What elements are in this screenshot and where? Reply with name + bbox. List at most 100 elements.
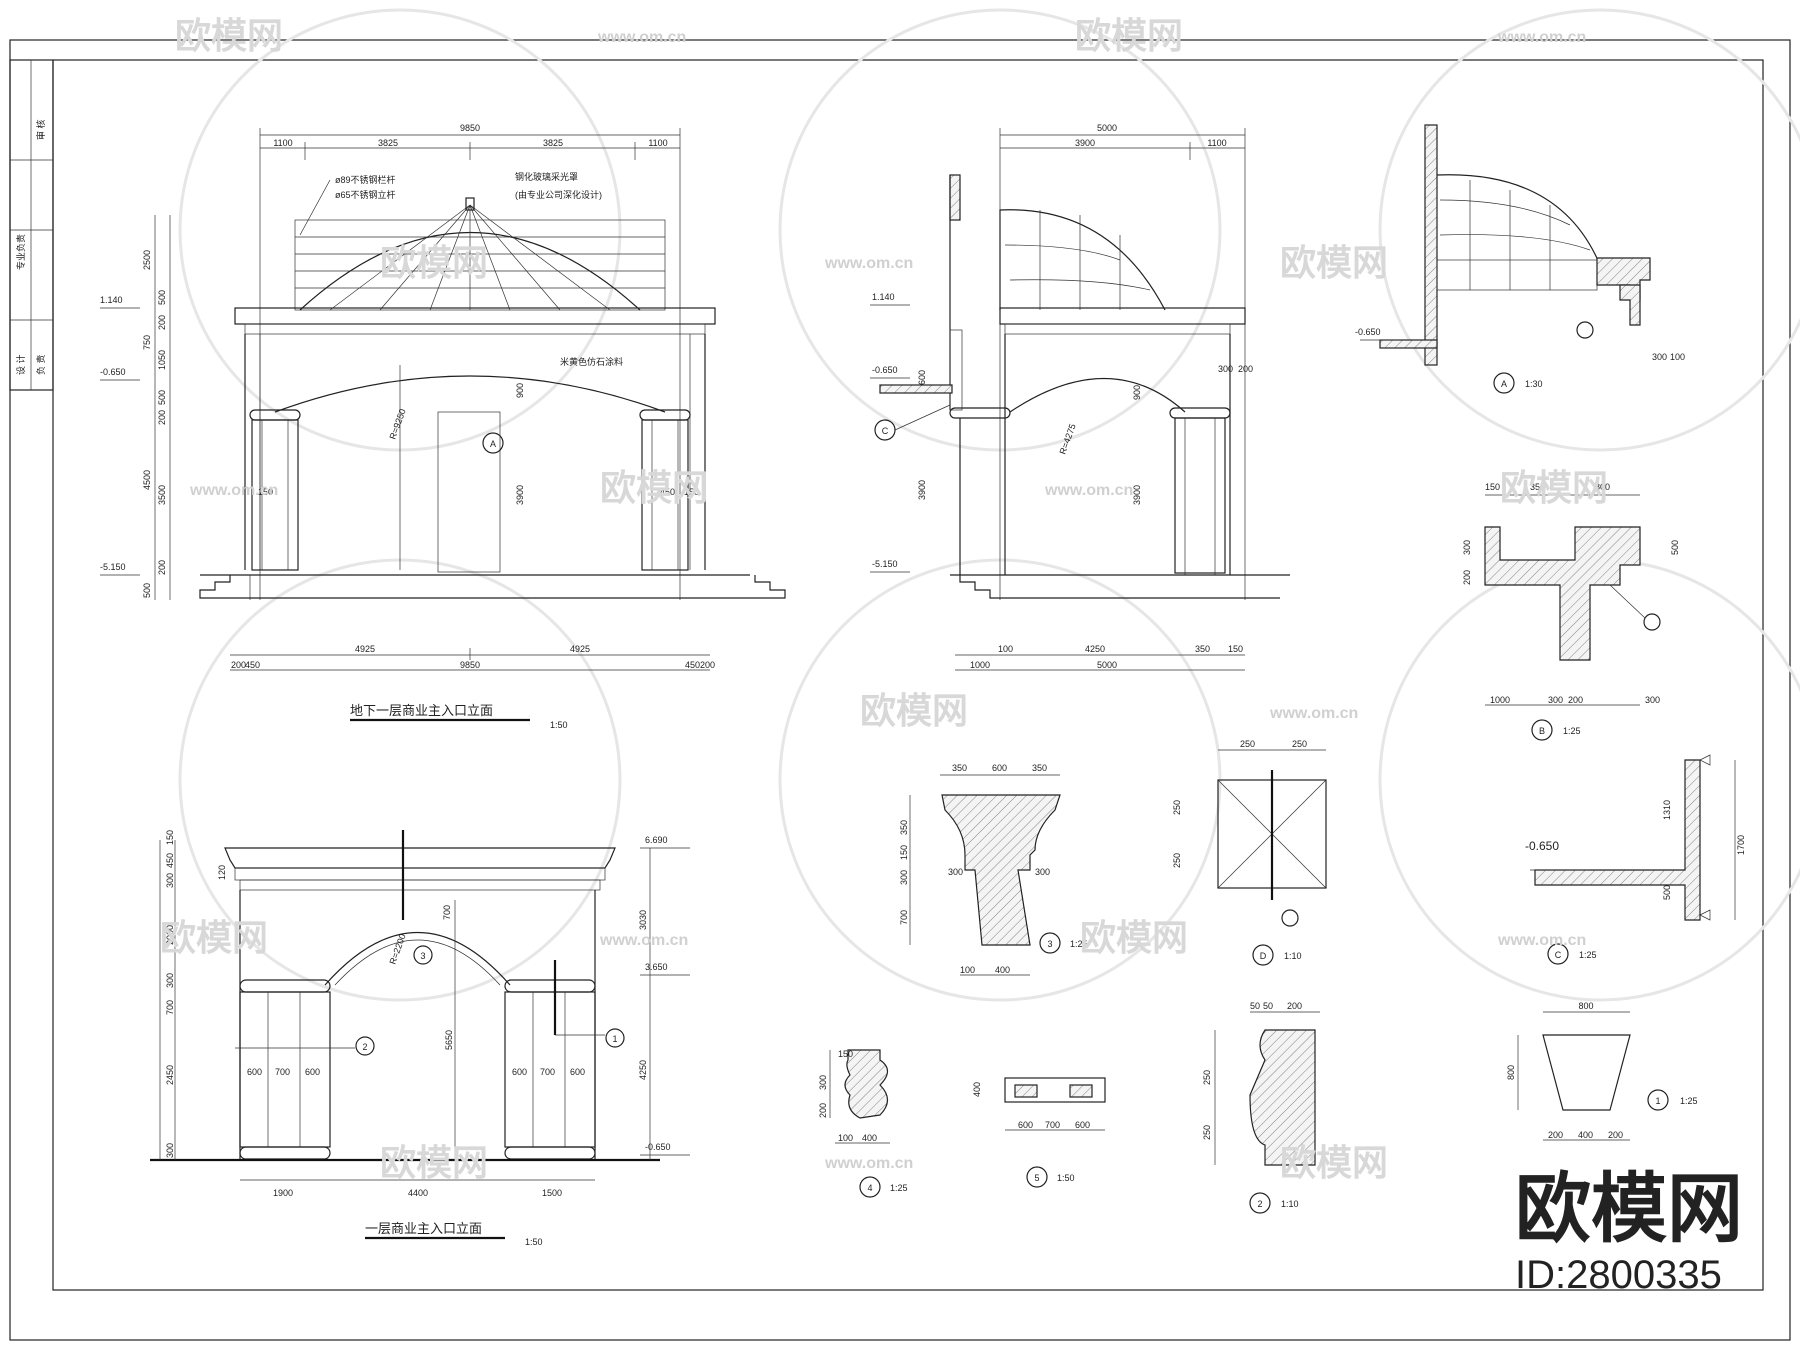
det3-dim-top-1: 350	[952, 763, 967, 773]
det3-dim-bottom-1: 100	[960, 965, 975, 975]
detC-scale: 1:25	[1579, 950, 1597, 960]
detD-dim-top-1: 250	[1240, 739, 1255, 749]
det3-dim-side-1: 300	[948, 867, 963, 877]
title-block-row1: 审 核	[35, 119, 46, 140]
wm-url-6: www.om.cn	[1269, 705, 1358, 722]
det3-dim-left-4: 700	[899, 910, 909, 925]
side-dim-bottom-5: 150	[1228, 644, 1243, 654]
ff-dim-left-3: 300	[165, 873, 175, 888]
wm-url-8: www.om.cn	[1497, 932, 1586, 949]
detA-level: -0.650	[1355, 327, 1381, 337]
front-level-2: -0.650	[100, 367, 126, 377]
ff-dim-left-6: 300	[165, 973, 175, 988]
ff-callout-1: 1	[612, 1034, 617, 1044]
side-level-3: -5.150	[872, 559, 898, 569]
front-dim-total-bottom: 9850	[460, 660, 480, 670]
detC-dim-1: 1310	[1662, 800, 1672, 820]
detail-D: 250 250 250 250 D 1:10	[1172, 739, 1327, 966]
det1-scale: 1:25	[1680, 1096, 1698, 1106]
det4-dim-left-1: 150	[838, 1049, 853, 1059]
ff-dim-right-2: 4250	[638, 1060, 648, 1080]
ff-dim-left-4: 120	[217, 865, 227, 880]
detB-dim-bottom-2: 300	[1548, 695, 1563, 705]
side-dim-right-1: 300	[1218, 364, 1233, 374]
detB-dim-bottom-1: 1000	[1490, 695, 1510, 705]
detD-dim-left-1: 250	[1172, 800, 1182, 815]
wm-brand-10: 欧模网	[380, 1142, 488, 1183]
wm-brand-8: 欧模网	[160, 917, 268, 958]
detD-dim-top-2: 250	[1292, 739, 1307, 749]
det1-id: 1	[1655, 1096, 1660, 1106]
front-dim-top-1: 1100	[273, 138, 292, 148]
det2-dim-top-1: 50	[1250, 1001, 1260, 1011]
det1-dim-left-1: 800	[1506, 1065, 1516, 1080]
detD-dim-left-2: 250	[1172, 853, 1182, 868]
det3-dim-left-3: 300	[899, 870, 909, 885]
front-level-3: -5.150	[100, 562, 126, 572]
ff-level-1: 6.690	[645, 835, 668, 845]
detail-3: 350 600 350 350 150 300 700 300 300 100 …	[899, 763, 1088, 976]
det2-dim-top-3: 200	[1287, 1001, 1302, 1011]
front-dim-top-3: 3825	[543, 138, 563, 148]
wm-url-5: www.om.cn	[1044, 482, 1133, 499]
side-dim-bottom-3: 4250	[1085, 644, 1105, 654]
det4-scale: 1:25	[890, 1183, 908, 1193]
det3-dim-bottom-2: 400	[995, 965, 1010, 975]
title-block-row3: 设 计	[15, 354, 26, 375]
det1-dim-top-1: 800	[1578, 1001, 1593, 1011]
ff-inner-6: 600	[570, 1067, 585, 1077]
det3-scale: 1:25	[1070, 939, 1088, 949]
front-dim-left-9: 3500	[157, 485, 167, 505]
side-dim-left-1: 600	[917, 370, 927, 385]
wm-brand-3: 欧模网	[380, 242, 488, 283]
wm-brand-11: 欧模网	[1280, 1142, 1388, 1183]
side-level-1: 1.140	[872, 292, 895, 302]
front-callout-A: A	[490, 439, 496, 449]
side-dim-right-4: 3900	[1132, 485, 1142, 505]
front-radius: R=9250	[387, 407, 407, 440]
ff-inner-1: 600	[247, 1067, 262, 1077]
ff-elevation-title: 一层商业主入口立面	[365, 1221, 482, 1236]
detail-C: -0.650 1310 1700 500 C 1:25	[1525, 754, 1746, 965]
detail-B: 150 350 800 200 300 500 1000 300 200 300…	[1462, 482, 1680, 741]
detB-dim-bottom-3: 200	[1568, 695, 1583, 705]
wm-brand-1: 欧模网	[175, 15, 283, 56]
detB-dim-bottom-4: 300	[1645, 695, 1660, 705]
det2-dim-left-2: 250	[1202, 1125, 1212, 1140]
det3-dim-side-2: 300	[1035, 867, 1050, 877]
detail-2: 50 50 200 250 250 2 1:10	[1202, 1001, 1320, 1214]
wm-url-3: www.om.cn	[824, 255, 913, 272]
det2-dim-left-1: 250	[1202, 1070, 1212, 1085]
detail-A: -0.650 300 100 A 1:30	[1355, 124, 1685, 394]
wm-url-1: www.om.cn	[597, 29, 686, 46]
ff-inner-4: 600	[512, 1067, 527, 1077]
det5-dim-left-1: 400	[972, 1082, 982, 1097]
detB-dim-top-2: 350	[1530, 482, 1545, 492]
front-dim-left-2: 750	[142, 335, 152, 350]
wm-url-4: www.om.cn	[189, 482, 278, 499]
wm-brand-big: 欧模网	[1515, 1167, 1743, 1252]
detA-scale: 1:30	[1525, 379, 1543, 389]
first-floor-elevation: 6.690 3.650 -0.650 3030 4250 150 450 300…	[150, 830, 690, 1247]
front-dim-bottom-1: 200	[231, 660, 246, 670]
detA-dim-2: 100	[1670, 352, 1685, 362]
detB-dim-left-2: 300	[1462, 540, 1472, 555]
detB-dim-top-3: 800	[1595, 482, 1610, 492]
front-dim-left-1: 2500	[142, 250, 152, 270]
wm-brand-7: 欧模网	[860, 690, 968, 731]
front-dim-left-7: 200	[157, 410, 167, 425]
det5-id: 5	[1034, 1173, 1039, 1183]
side-dim-right-2: 200	[1238, 364, 1253, 374]
ff-inner-2: 700	[275, 1067, 290, 1077]
ff-callout-2: 2	[362, 1042, 367, 1052]
ff-dim-left-9: 300	[165, 1143, 175, 1158]
ff-dim-left-5: 2000	[165, 925, 175, 945]
det4-dim-left-2: 300	[818, 1075, 828, 1090]
front-dim-left-10: 200	[157, 560, 167, 575]
det3-dim-left-2: 150	[899, 845, 909, 860]
detail-1: 800 800 200 400 200 1 1:25	[1506, 1001, 1698, 1141]
side-dim-total-top: 5000	[1097, 123, 1117, 133]
det4-dim-left-3: 200	[818, 1103, 828, 1118]
det3-dim-top-2: 600	[992, 763, 1007, 773]
